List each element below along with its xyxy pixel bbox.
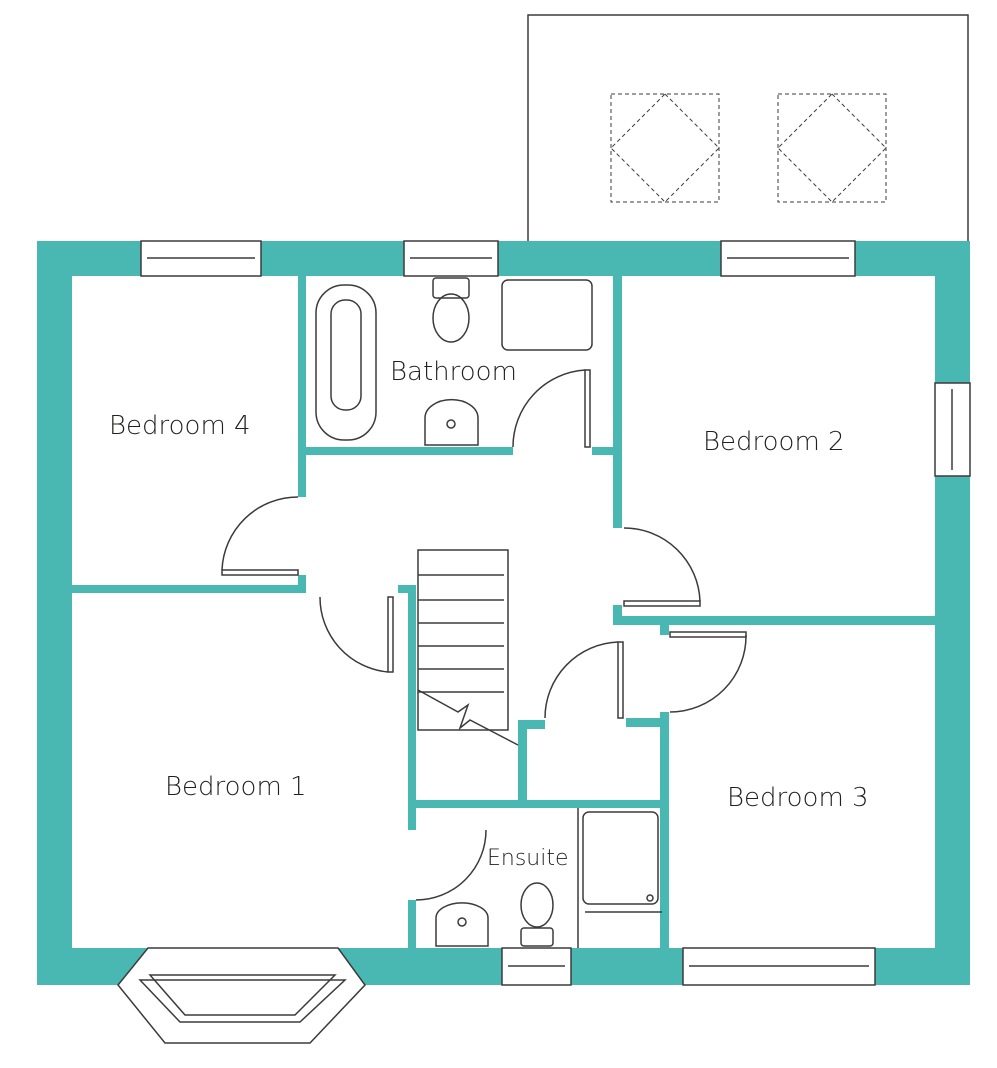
skylight-2	[777, 93, 887, 203]
staircase	[417, 549, 519, 746]
roof-area	[527, 14, 969, 241]
room-label-bedroom-1: Bedroom 1	[165, 772, 307, 802]
room-label-bedroom-2: Bedroom 2	[703, 427, 845, 457]
skylight-1	[610, 93, 720, 203]
bathroom-fixtures	[315, 277, 662, 948]
room-label-bedroom-3: Bedroom 3	[727, 783, 869, 813]
windows	[117, 240, 971, 1044]
room-label-ensuite: Ensuite	[487, 846, 569, 871]
doors	[221, 369, 747, 901]
outer-wall	[37, 241, 970, 985]
room-label-bathroom: Bathroom	[390, 357, 517, 387]
interior-walls	[72, 276, 935, 948]
room-label-bedroom-4: Bedroom 4	[109, 411, 251, 441]
